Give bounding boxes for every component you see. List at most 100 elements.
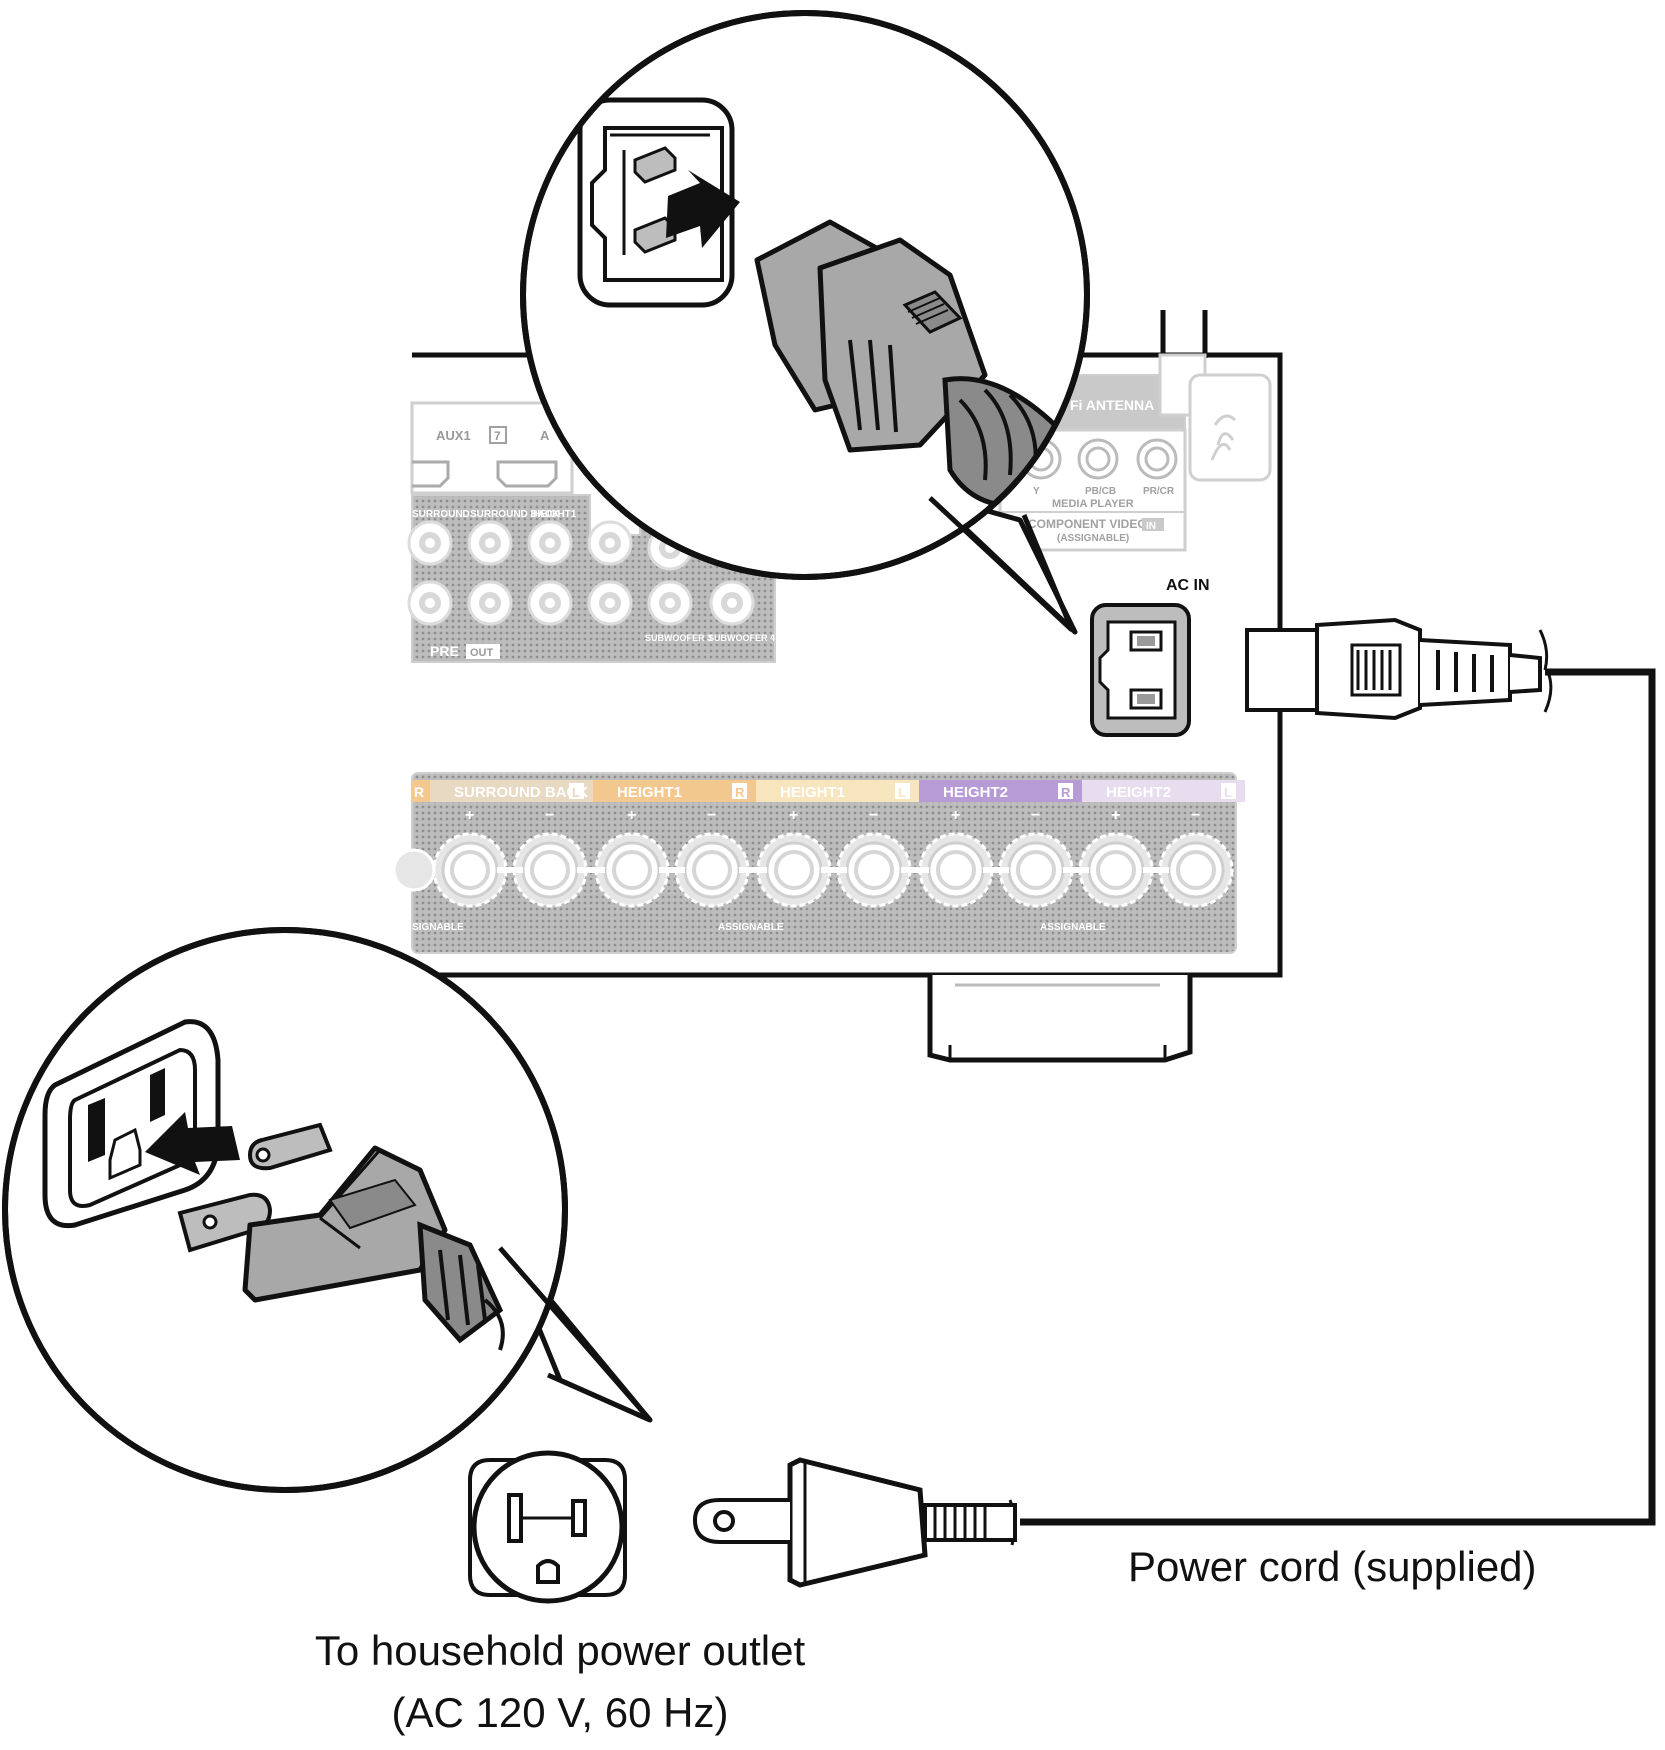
speaker-header-name: HEIGHT1 bbox=[617, 784, 682, 801]
binding-post bbox=[998, 832, 1074, 908]
speaker-header-side-box bbox=[1058, 783, 1073, 799]
polarity-mark: − bbox=[545, 807, 554, 824]
speaker-header-name: HEIGHT2 bbox=[1106, 784, 1171, 801]
receiver-foot bbox=[927, 975, 1193, 1063]
iec-connector bbox=[1245, 617, 1553, 721]
zoom-callout-ac-in bbox=[520, 10, 1090, 635]
component-video-in: IN bbox=[1146, 521, 1156, 532]
subwoofer-label: SUBWOOFER 3 bbox=[645, 633, 712, 643]
zoom-iec-plug bbox=[754, 219, 1063, 509]
pre-out-badge: OUT bbox=[470, 647, 494, 659]
hdmi-badge: 7 bbox=[494, 429, 501, 443]
hdmi-port bbox=[496, 460, 558, 488]
power-plug bbox=[692, 1457, 1017, 1588]
polarity-mark: + bbox=[1111, 807, 1120, 824]
media-player-label: MEDIA PLAYER bbox=[1052, 498, 1134, 510]
preout-label: HEIGHT1 bbox=[533, 509, 577, 520]
polarity-mark: − bbox=[707, 807, 716, 824]
ac-in-label: AC IN bbox=[1166, 577, 1210, 594]
speaker-header-bar bbox=[412, 780, 430, 802]
rca-jack bbox=[587, 520, 633, 566]
speaker-header-side: L bbox=[898, 785, 906, 800]
speaker-header-side: R bbox=[414, 784, 424, 800]
speaker-header-side: R bbox=[735, 785, 745, 800]
rca-jack bbox=[587, 580, 633, 626]
speaker-assignable: SIGNABLE bbox=[412, 922, 464, 933]
outlet-caption-line2: (AC 120 V, 60 Hz) bbox=[391, 1689, 729, 1736]
jack-label: Y bbox=[1033, 486, 1040, 497]
binding-post bbox=[756, 832, 832, 908]
preout-label: SURROUND bbox=[412, 509, 470, 520]
speaker-header-bar bbox=[1082, 780, 1245, 802]
jack-label: PR/CR bbox=[1143, 486, 1175, 497]
rca-jack bbox=[709, 580, 755, 626]
speaker-header-side-box bbox=[1221, 783, 1236, 799]
antenna-label: Fi ANTENNA bbox=[1070, 397, 1154, 413]
binding-post bbox=[432, 832, 508, 908]
speaker-header-bar bbox=[430, 780, 593, 802]
hdmi-aux1-label: AUX1 bbox=[436, 428, 471, 443]
speaker-header-side: R bbox=[1061, 785, 1071, 800]
rca-jack bbox=[527, 520, 573, 566]
pre-label: PRE bbox=[430, 643, 459, 659]
speaker-header-side-box bbox=[732, 783, 747, 799]
speaker-header-side: L bbox=[572, 785, 580, 800]
binding-post bbox=[512, 832, 588, 908]
assignable-label: (ASSIGNABLE) bbox=[1057, 533, 1129, 544]
jack-label: PB/CB bbox=[1085, 486, 1116, 497]
polarity-mark: + bbox=[951, 807, 960, 824]
rca-jack bbox=[467, 520, 513, 566]
binding-post bbox=[836, 832, 912, 908]
speaker-header-side-box bbox=[569, 783, 584, 799]
zoom-wall-socket bbox=[42, 1019, 221, 1229]
polarity-mark: + bbox=[627, 807, 636, 824]
power-cord bbox=[692, 617, 1656, 1588]
receiver-rear-panel: AUX1 7 A SURROUND SURROUND BACK HEIGHT1 … bbox=[392, 310, 1283, 1063]
wall-outlet bbox=[468, 1450, 627, 1604]
polarity-mark: + bbox=[465, 807, 474, 824]
binding-posts: + − + − + − + − + − bbox=[392, 807, 1234, 908]
polarity-mark: − bbox=[1031, 807, 1040, 824]
speaker-header-side: L bbox=[1224, 785, 1232, 800]
polarity-mark: + bbox=[789, 807, 798, 824]
zoom-iec-socket bbox=[577, 97, 735, 308]
component-video-label: COMPONENT VIDEO bbox=[1028, 517, 1147, 531]
binding-post bbox=[674, 832, 750, 908]
subwoofer-label: SUBWOOFER 4 bbox=[708, 633, 775, 643]
polarity-mark: − bbox=[1191, 807, 1200, 824]
outlet-caption: To household power outlet (AC 120 V, 60 … bbox=[290, 1620, 830, 1744]
insert-arrow-icon bbox=[666, 170, 740, 248]
hdmi-port bbox=[412, 460, 450, 488]
speaker-header-bar bbox=[593, 780, 756, 802]
speaker-assignable: ASSIGNABLE bbox=[718, 922, 784, 933]
speaker-header-side-box bbox=[895, 783, 910, 799]
polarity-mark: − bbox=[869, 807, 878, 824]
rca-jack bbox=[527, 580, 573, 626]
preout-label: SURROUND BACK bbox=[470, 509, 560, 520]
speaker-assignable: ASSIGNABLE bbox=[1040, 922, 1106, 933]
hdmi-third-label: A bbox=[540, 428, 550, 443]
rca-jack bbox=[647, 580, 693, 626]
outlet-caption-line1: To household power outlet bbox=[314, 1627, 806, 1674]
binding-post bbox=[594, 832, 670, 908]
speaker-header-name: HEIGHT1 bbox=[780, 784, 845, 801]
speaker-header-name: HEIGHT2 bbox=[943, 784, 1008, 801]
zoom-wall-plug bbox=[177, 1122, 505, 1351]
insert-arrow-icon bbox=[145, 1112, 240, 1175]
binding-post bbox=[918, 832, 994, 908]
ground-symbol bbox=[1210, 414, 1237, 461]
speaker-header-bar bbox=[919, 780, 1082, 802]
binding-post bbox=[1158, 832, 1234, 908]
rca-jack bbox=[407, 580, 453, 626]
binding-post bbox=[392, 848, 436, 892]
power-cord-caption: Power cord (supplied) bbox=[1128, 1543, 1537, 1590]
rca-jack bbox=[467, 580, 513, 626]
preout-label: HE bbox=[593, 509, 607, 520]
rca-jack bbox=[407, 520, 453, 566]
zoom-callout-outlet bbox=[2, 927, 653, 1493]
speaker-header-bar bbox=[756, 780, 919, 802]
antenna-post bbox=[1160, 310, 1208, 358]
ac-in-socket bbox=[1090, 603, 1191, 737]
